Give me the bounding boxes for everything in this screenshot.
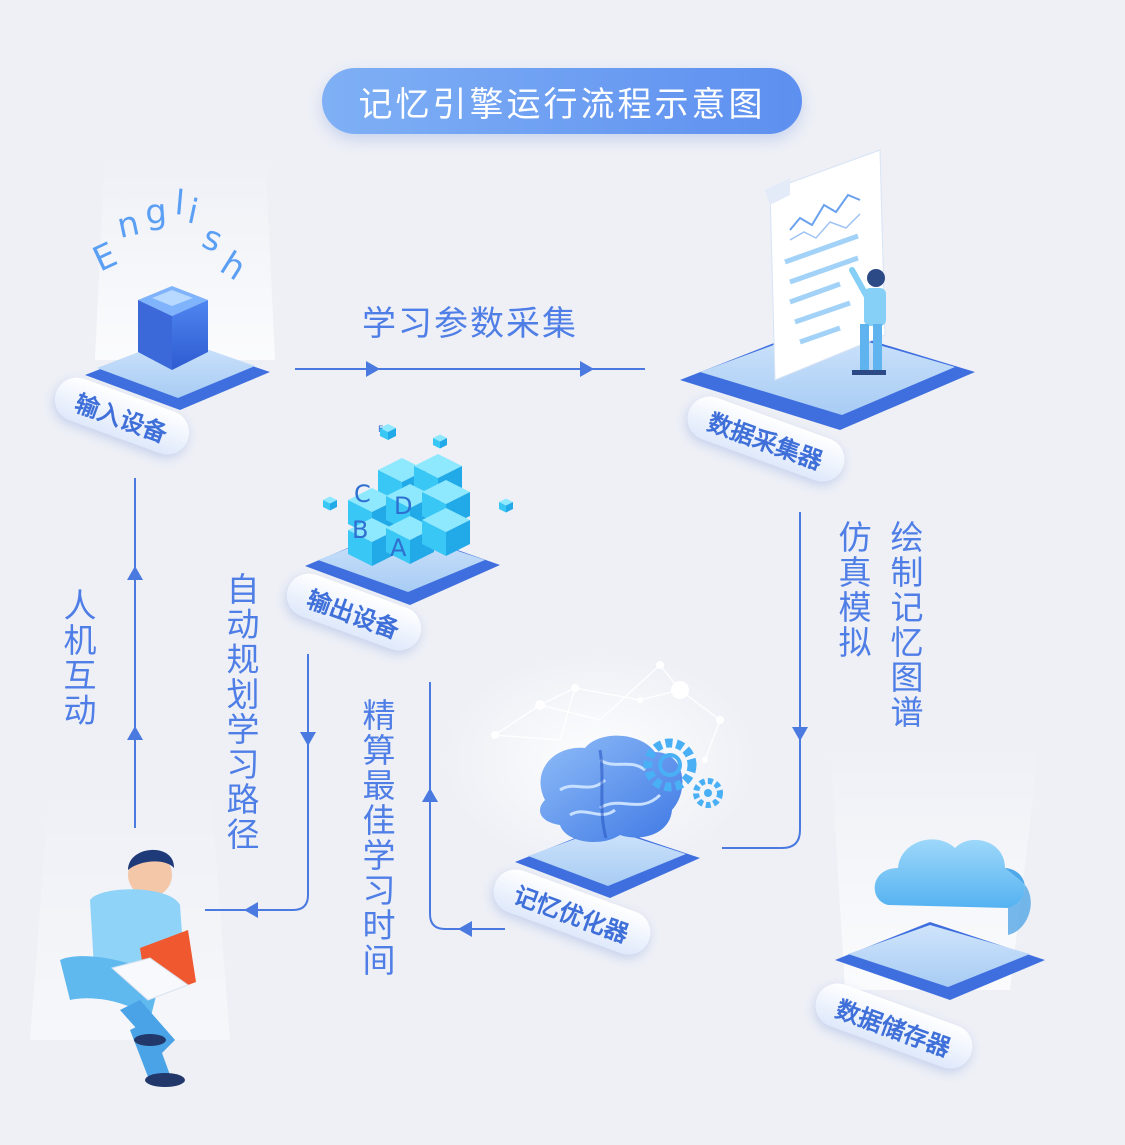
report-chart-icon — [765, 149, 886, 381]
letter-cubes-icon: C D B A F — [323, 424, 513, 566]
flow-arrowheads — [127, 361, 808, 937]
storage-platform — [835, 922, 1045, 1000]
svg-text:g: g — [144, 192, 168, 233]
optimizer-platform — [515, 826, 700, 898]
svg-text:l: l — [173, 183, 186, 224]
page-title: 记忆引擎运行流程示意图 — [322, 68, 802, 134]
chip-box-icon — [138, 286, 208, 370]
flow-label-collect: 学习参数采集 — [362, 304, 578, 344]
flow-label-interaction: 人机互动 — [58, 588, 97, 728]
svg-text:D: D — [394, 492, 412, 520]
flow-label-precise-time: 精算最佳学习时间 — [357, 698, 396, 978]
gear-icon — [643, 738, 723, 808]
flow-label-simulate: 仿真模拟 — [833, 520, 872, 660]
person-icon — [849, 267, 886, 375]
flow-label-draw-map: 绘制记忆图谱 — [885, 520, 924, 730]
flow-label-auto-path: 自动规划学习路径 — [221, 572, 260, 852]
cloud-icon — [874, 839, 1031, 935]
svg-text:C: C — [354, 480, 371, 508]
svg-text:A: A — [390, 534, 407, 562]
svg-text:F: F — [378, 425, 383, 435]
laptop-user-icon — [60, 849, 196, 1087]
data-collector-platform — [680, 325, 975, 430]
svg-text:B: B — [352, 516, 368, 544]
